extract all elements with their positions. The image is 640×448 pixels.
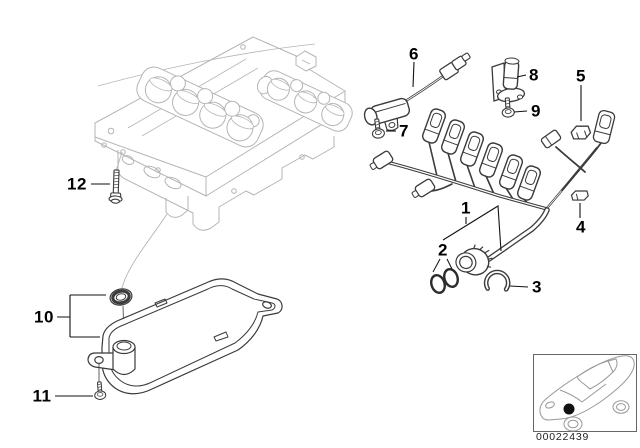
- callout-4[interactable]: 4: [576, 217, 586, 237]
- seal-ring-drawing: [109, 288, 133, 306]
- vehicle-thumbnail: [533, 354, 637, 432]
- callout-11[interactable]: 11: [32, 386, 52, 406]
- screw-11-drawing: [93, 381, 107, 401]
- callout-6[interactable]: 6: [409, 44, 419, 64]
- bolt-12-drawing: [108, 169, 123, 204]
- leader-lines: [55, 61, 582, 397]
- o-rings-drawing: [430, 268, 459, 294]
- callout-1[interactable]: 1: [461, 198, 471, 218]
- harness-connectors-drawing: [369, 109, 616, 198]
- solenoid-plugs-drawing: [420, 106, 543, 203]
- callout-10[interactable]: 10: [34, 307, 54, 327]
- wiring-harness-drawing: [388, 141, 602, 262]
- callout-5[interactable]: 5: [576, 66, 586, 86]
- oil-filter-drawing: [87, 278, 283, 395]
- callout-2[interactable]: 2: [438, 240, 448, 260]
- clip-5-drawing: [570, 125, 592, 140]
- valve-body-drawing: [94, 36, 353, 289]
- position-sensor-drawing: [491, 57, 526, 103]
- round-connector-drawing: [455, 244, 493, 276]
- part-location-dot: [563, 403, 575, 415]
- clip-4-drawing: [570, 190, 589, 201]
- callout-12[interactable]: 12: [67, 174, 87, 194]
- pulse-sensor-drawing: [363, 52, 471, 132]
- car-outline-icon: [539, 355, 635, 432]
- callout-3[interactable]: 3: [532, 277, 542, 297]
- callout-7[interactable]: 7: [399, 121, 409, 141]
- callout-9[interactable]: 9: [531, 101, 541, 121]
- clamp-drawing: [483, 269, 511, 292]
- drawing-number: 00022439: [536, 431, 590, 443]
- callout-8[interactable]: 8: [529, 65, 539, 85]
